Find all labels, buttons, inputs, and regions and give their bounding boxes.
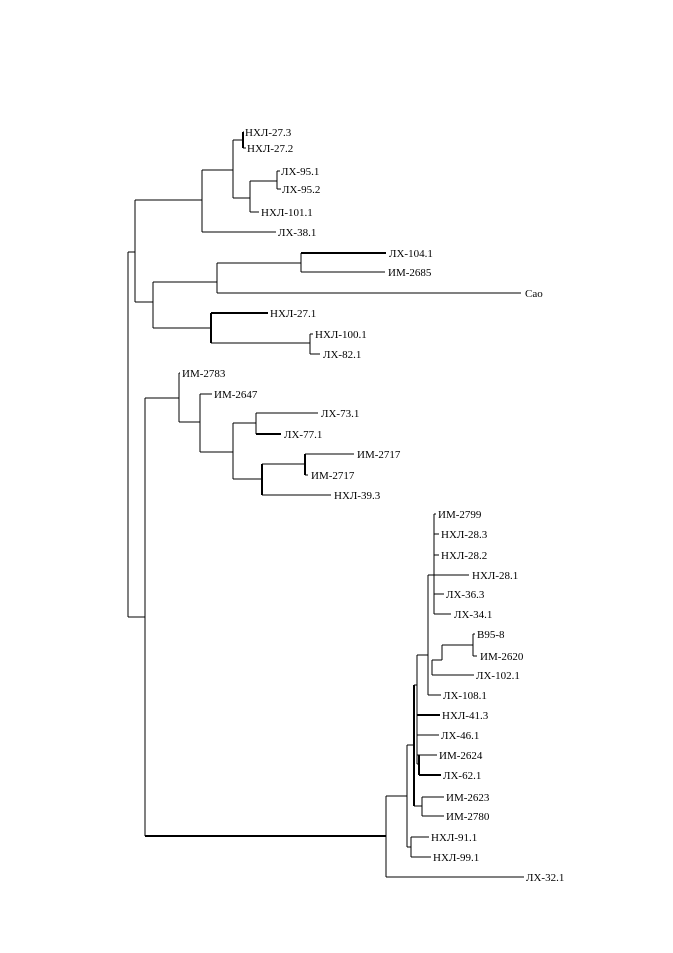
leaf-label: ИМ-2623 xyxy=(446,792,490,804)
leaf-label: ЛХ-73.1 xyxy=(321,408,359,420)
leaf-label: НХЛ-28.3 xyxy=(441,529,488,541)
leaf-label: НХЛ-41.3 xyxy=(442,710,489,722)
leaf-label: ИМ-2780 xyxy=(446,811,490,823)
leaf-label: ЛХ-36.3 xyxy=(446,589,485,601)
leaf-label: НХЛ-28.1 xyxy=(472,570,518,582)
leaf-label: НХЛ-39.3 xyxy=(334,490,381,502)
leaf-label: ИМ-2799 xyxy=(438,509,482,521)
leaf-label: ЛХ-62.1 xyxy=(443,770,481,782)
leaf-label: ИМ-2620 xyxy=(480,651,524,663)
leaf-label: НХЛ-27.1 xyxy=(270,308,316,320)
leaf-label: ИМ-2685 xyxy=(388,267,432,279)
leaf-label: В95-8 xyxy=(477,629,505,641)
tree-branches xyxy=(127,131,524,878)
leaf-label: ИМ-2624 xyxy=(439,750,483,762)
leaf-label: ИМ-2647 xyxy=(214,389,258,401)
leaf-label: НХЛ-28.2 xyxy=(441,550,487,562)
leaf-label: НХЛ-100.1 xyxy=(315,329,367,341)
leaf-label: ЛХ-102.1 xyxy=(476,670,520,682)
leaf-label: ИМ-2783 xyxy=(182,368,226,380)
leaf-label: ИМ-2717 xyxy=(311,470,355,482)
leaf-label: ЛХ-46.1 xyxy=(441,730,479,742)
leaf-label: ЛХ-38.1 xyxy=(278,227,316,239)
leaf-label: ИМ-2717 xyxy=(357,449,401,461)
leaf-label: НХЛ-27.2 xyxy=(247,143,293,155)
leaf-label: ЛХ-95.2 xyxy=(282,184,320,196)
leaf-label: ЛХ-77.1 xyxy=(284,429,322,441)
leaf-label: ЛХ-32.1 xyxy=(526,872,564,884)
leaf-label: НХЛ-27.3 xyxy=(245,127,292,139)
leaf-label: ЛХ-82.1 xyxy=(323,349,361,361)
leaf-label: ЛХ-104.1 xyxy=(389,248,433,260)
leaf-label: НХЛ-91.1 xyxy=(431,832,477,844)
leaf-label: Cao xyxy=(525,288,543,300)
leaf-label: ЛХ-108.1 xyxy=(443,690,487,702)
leaf-label: ЛХ-34.1 xyxy=(454,609,492,621)
leaf-label: НХЛ-99.1 xyxy=(433,852,479,864)
leaf-label: ЛХ-95.1 xyxy=(281,166,319,178)
leaf-label: НХЛ-101.1 xyxy=(261,207,313,219)
